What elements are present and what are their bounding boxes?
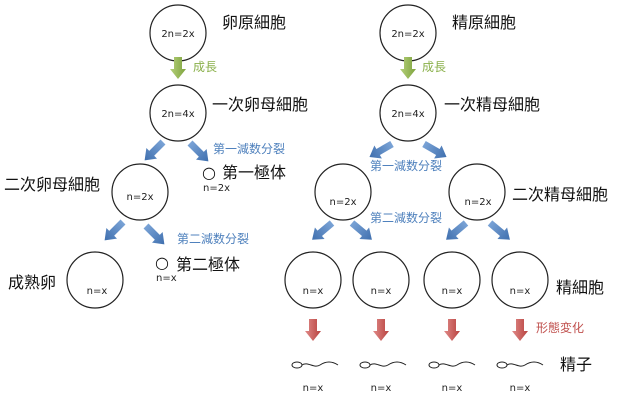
- morph-arrow: [444, 319, 460, 341]
- sperm-ploidy: n=x: [442, 383, 463, 394]
- meiosis2-arrow-right-c: [441, 217, 471, 246]
- secondary-spermatocyte-label: 二次精母細胞: [512, 185, 608, 204]
- meiosis1-label-right: 第一減数分裂: [370, 158, 442, 173]
- spermatid-cell: n=x: [423, 251, 481, 309]
- spermatid-cell: n=x: [284, 251, 342, 309]
- growth-label-left: 成長: [193, 60, 217, 74]
- meiosis2-arrow-right-a: [307, 217, 337, 246]
- spermatid-ploidy: n=x: [371, 286, 392, 297]
- growth-label-right: 成長: [422, 60, 446, 74]
- spermatid-cell: n=x: [352, 251, 410, 309]
- oogonium-label: 卵原細胞: [222, 13, 286, 32]
- primary-oocyte-label: 一次卵母細胞: [212, 95, 308, 114]
- meiosis2-arrow-left-b: [140, 220, 170, 250]
- morph-arrow: [305, 319, 321, 341]
- secondary-spermatocyte-ploidy: n=2x: [330, 197, 357, 208]
- primary-oocyte-cell: 2n=4x: [149, 84, 207, 142]
- second-polar-body-symbol: ○: [155, 253, 169, 272]
- spermatogonium-ploidy: 2n=2x: [391, 29, 424, 40]
- primary-spermatocyte-label: 一次精母細胞: [444, 95, 540, 114]
- primary-oocyte-ploidy: 2n=4x: [161, 109, 194, 120]
- first-polar-body-ploidy: n=2x: [203, 183, 230, 194]
- secondary-oocyte-cell: n=2x: [111, 163, 169, 221]
- meiosis2-arrow-right-d: [485, 217, 515, 246]
- ovum-label: 成熟卵: [8, 273, 56, 292]
- meiosis1-arrow-left-a: [139, 136, 169, 166]
- meiosis1-label-left: 第一減数分裂: [213, 141, 285, 156]
- spermatogonium-cell: 2n=2x: [379, 4, 437, 62]
- sperm-icon: [496, 361, 544, 369]
- sperm-label: 精子: [560, 355, 592, 374]
- sperm-icon: [428, 361, 476, 369]
- oogonium-ploidy: 2n=2x: [161, 29, 194, 40]
- sperm-icon: [359, 361, 407, 369]
- meiosis2-label-right: 第二減数分裂: [370, 210, 442, 225]
- secondary-spermatocyte-cell: n=2x: [314, 163, 372, 221]
- meiosis2-arrow-left-a: [99, 216, 129, 246]
- second-polar-body-label: 第二極体: [176, 255, 240, 274]
- primary-spermatocyte-cell: 2n=4x: [379, 84, 437, 142]
- spermatid-ploidy: n=x: [510, 286, 531, 297]
- secondary-spermatocyte-cell: n=2x: [448, 163, 506, 221]
- secondary-oocyte-label: 二次卵母細胞: [4, 175, 100, 194]
- morph-arrow: [373, 319, 389, 341]
- spermatogonium-label: 精原細胞: [452, 13, 516, 32]
- ovum-cell: n=x: [66, 251, 124, 309]
- ovum-ploidy: n=x: [87, 286, 108, 297]
- sperm-ploidy: n=x: [510, 383, 531, 394]
- oogonium-cell: 2n=2x: [149, 4, 207, 62]
- secondary-spermatocyte-ploidy: n=2x: [465, 197, 492, 208]
- morph-arrow: [512, 319, 528, 341]
- morph-label: 形態変化: [536, 320, 584, 335]
- secondary-oocyte-ploidy: n=2x: [127, 192, 154, 203]
- first-polar-body-label: 第一極体: [222, 163, 286, 182]
- spermatid-cell: n=x: [491, 251, 549, 309]
- spermatid-ploidy: n=x: [303, 286, 324, 297]
- sperm-ploidy: n=x: [371, 383, 392, 394]
- meiosis2-label-left: 第二減数分裂: [177, 231, 249, 246]
- first-polar-body-symbol: ○: [202, 163, 216, 182]
- sperm-icon: [291, 361, 339, 369]
- primary-spermatocyte-ploidy: 2n=4x: [391, 109, 424, 120]
- sperm-ploidy: n=x: [303, 383, 324, 394]
- second-polar-body-ploidy: n=x: [156, 273, 177, 284]
- spermatid-ploidy: n=x: [442, 286, 463, 297]
- spermatid-label: 精細胞: [556, 278, 604, 297]
